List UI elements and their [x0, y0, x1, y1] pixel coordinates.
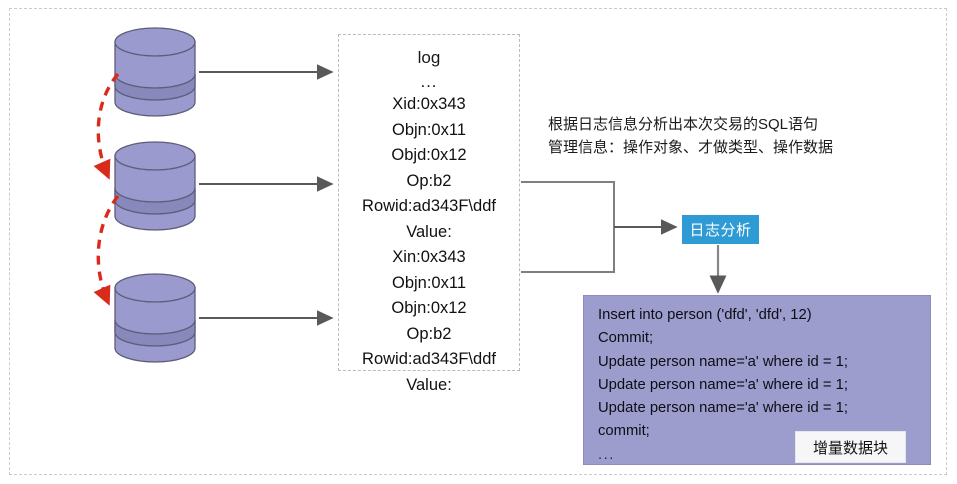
sql-ellipsis: ...	[598, 446, 615, 463]
sql-line: Update person name='a' where id = 1;	[598, 353, 848, 370]
incremental-data-block-label: 增量数据块	[795, 431, 906, 463]
log-line: Rowid:ad343F\ddf	[362, 350, 496, 368]
sql-line: Update person name='a' where id = 1;	[598, 400, 848, 417]
log-line: Objn:0x12	[391, 299, 467, 317]
log-line: Xid:0x343	[392, 95, 466, 113]
log-line: Value:	[406, 375, 452, 394]
log-line: Op:b2	[406, 171, 452, 190]
log-line: Op:b2	[406, 324, 452, 343]
sql-line: Insert into person ('dfd', 'dfd', 12)	[598, 307, 812, 323]
sql-line: Update person name='a' where id = 1;	[598, 376, 848, 393]
log-box: log ... Xid:0x343 Objn:0x11 Objd:0x12 Op…	[338, 34, 520, 394]
incremental-data-block-text: 增量数据块	[812, 439, 888, 457]
log-line: Rowid:ad343F\ddf	[362, 197, 496, 215]
log-box-ellipsis: ...	[420, 73, 438, 91]
annotation-line-2: 管理信息：操作对象、才做类型、操作数据	[548, 139, 834, 156]
database-cylinder-3[interactable]	[113, 272, 197, 364]
database-cylinder-1[interactable]	[113, 26, 197, 118]
outer-dashed-frame	[9, 8, 947, 475]
log-line: Objn:0x11	[392, 273, 466, 292]
log-line: Objd:0x12	[391, 146, 467, 164]
log-box-title: log	[417, 48, 441, 67]
log-analysis-chip-label: 日志分析	[689, 222, 752, 239]
sql-line: Commit;	[598, 330, 654, 347]
sql-line: commit;	[598, 423, 650, 440]
annotation-line-1: 根据日志信息分析出本次交易的SQL语句	[548, 116, 819, 133]
annotation-text: 根据日志信息分析出本次交易的SQL语句 管理信息：操作对象、才做类型、操作数据	[548, 113, 948, 159]
log-line: Value:	[406, 222, 452, 241]
log-line: Objn:0x11	[392, 120, 466, 139]
log-line: Xin:0x343	[392, 248, 466, 266]
log-analysis-chip[interactable]: 日志分析	[682, 215, 759, 244]
database-cylinder-2[interactable]	[113, 140, 197, 232]
